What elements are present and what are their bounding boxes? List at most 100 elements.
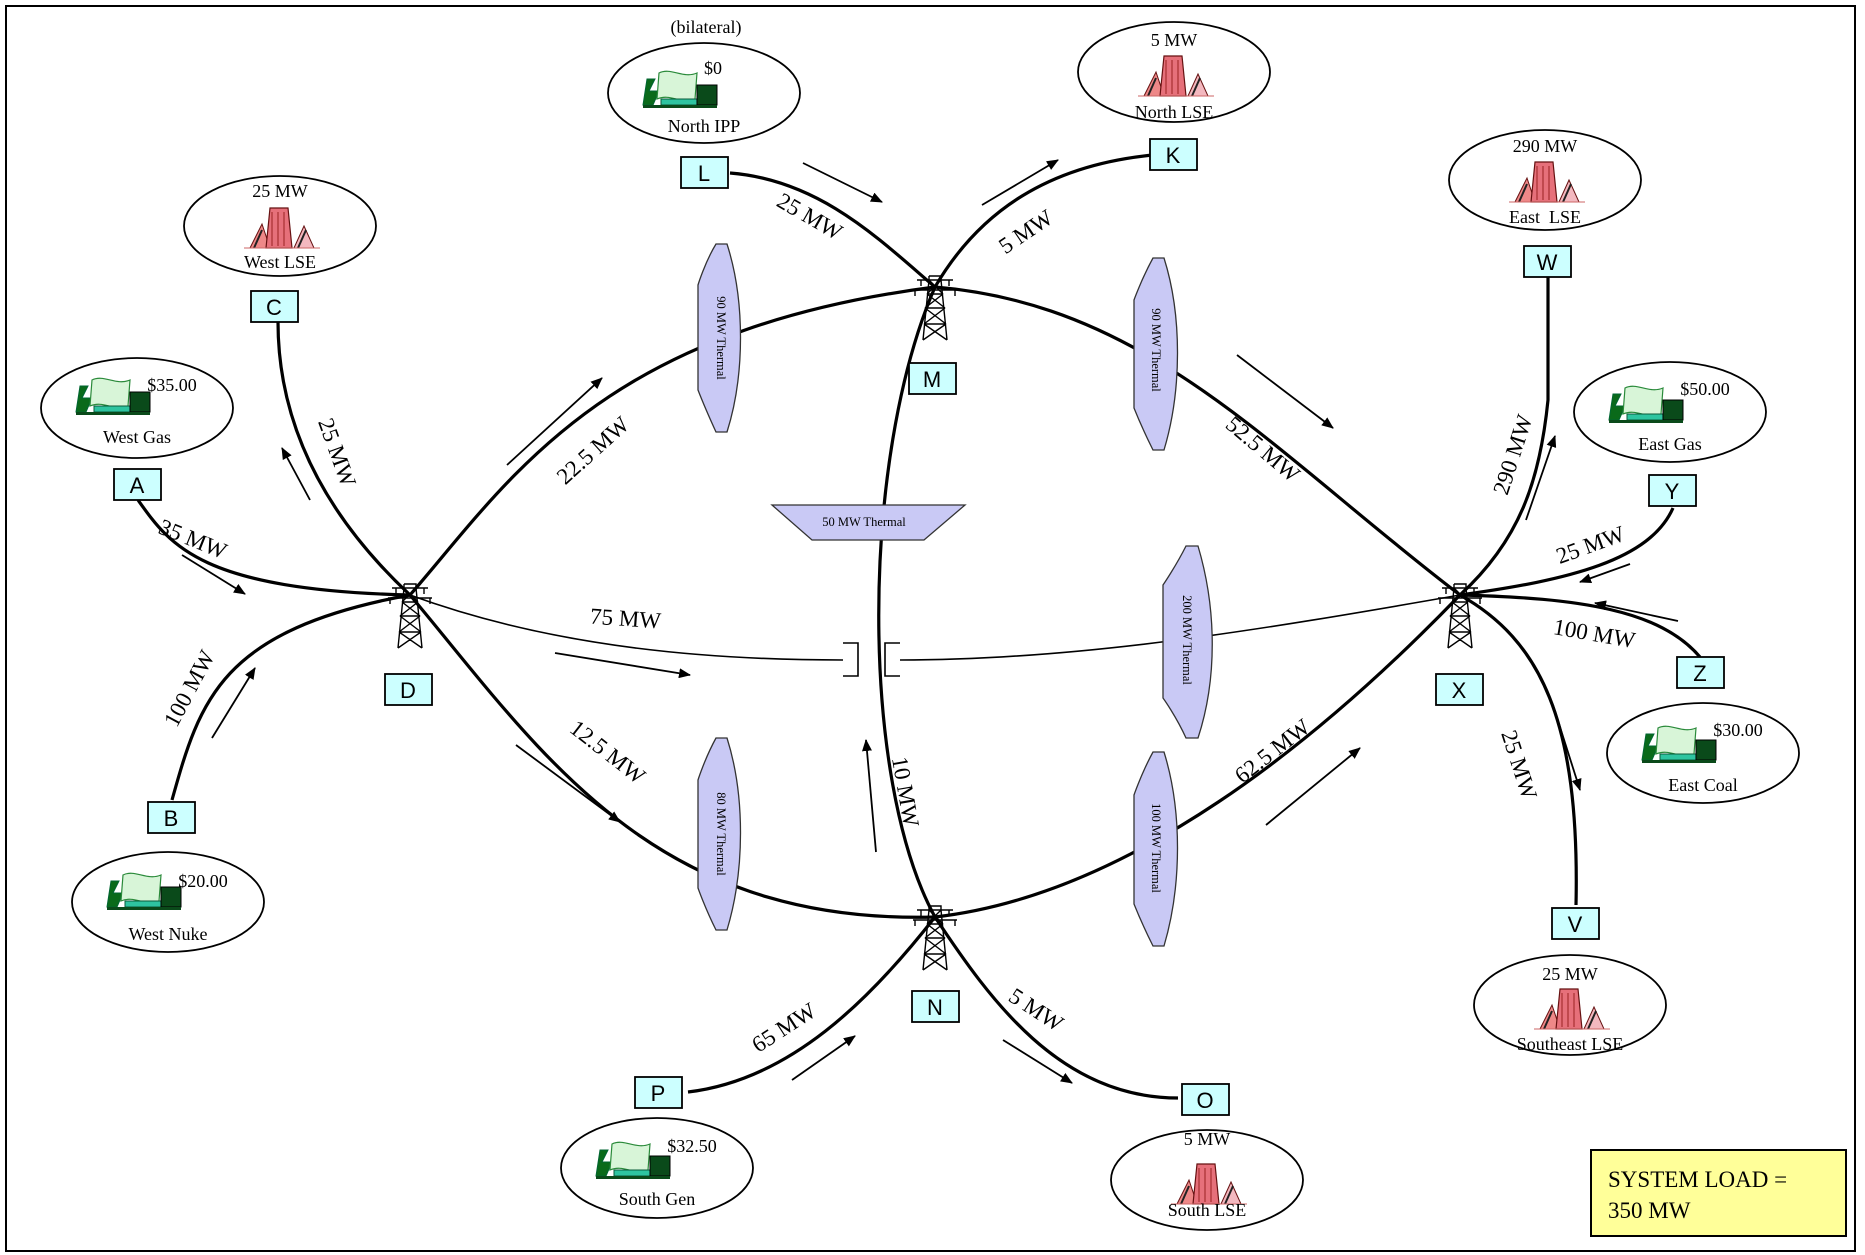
flow-arrow-d-c	[281, 447, 311, 501]
flow-arrow-d-x	[554, 652, 691, 679]
line-x-v	[1459, 593, 1578, 906]
node-w-letter: W	[1537, 250, 1558, 275]
load-south-lse[interactable]: 5 MW South LSE	[1110, 1129, 1304, 1231]
node-z[interactable]: Z	[1676, 656, 1725, 689]
west-nuke-price: $20.00	[178, 871, 228, 891]
west-gas-price: $35.00	[147, 375, 197, 395]
line-y-x	[1459, 507, 1675, 597]
node-p-letter: P	[651, 1081, 666, 1106]
limit-m-x-label: 90 MW Thermal	[1149, 308, 1163, 392]
north-ipp-price: $0	[704, 58, 722, 78]
node-x[interactable]: X	[1435, 673, 1484, 706]
south-gen-price: $32.50	[667, 1136, 717, 1156]
north-lse-name: North LSE	[1135, 102, 1214, 122]
west-lse-mw: 25 MW	[252, 181, 308, 201]
node-p[interactable]: P	[634, 1076, 683, 1109]
load-west-lse[interactable]: 25 MW West LSE	[183, 175, 377, 277]
node-b-letter: B	[164, 806, 179, 831]
node-a[interactable]: A	[113, 468, 162, 501]
limit-n-x: 100 MW Thermal	[1133, 751, 1179, 947]
line-n-o	[933, 916, 1179, 1100]
east-coal-name: East Coal	[1668, 775, 1738, 795]
line-d-m	[408, 285, 936, 597]
thermal-limits: 90 MW Thermal 90 MW Thermal 50 MW Therma…	[697, 243, 1213, 947]
east-gas-name: East Gas	[1638, 434, 1701, 454]
system-load-box: SYSTEM LOAD = 350 MW	[1590, 1149, 1847, 1237]
node-n[interactable]: N	[911, 990, 960, 1023]
system-load-label: SYSTEM LOAD =	[1608, 1167, 1787, 1192]
generator-east-coal[interactable]: $30.00 East Coal	[1606, 702, 1800, 804]
south-gen-name: South Gen	[619, 1189, 696, 1209]
flow-arrow-x-v	[1552, 704, 1582, 791]
load-north-lse[interactable]: 5 MW North LSE	[1077, 21, 1271, 123]
node-k[interactable]: K	[1149, 138, 1198, 171]
limit-m-n-label: 50 MW Thermal	[822, 515, 906, 529]
line-c-d	[276, 321, 412, 597]
line-l-m	[729, 171, 937, 289]
line-m-x	[934, 285, 1461, 597]
generator-west-gas[interactable]: $35.00 West Gas	[40, 357, 234, 459]
limit-m-n: 50 MW Thermal	[770, 504, 967, 541]
flow-arrow-l-m	[802, 162, 883, 203]
north-ipp-note: (bilateral)	[671, 17, 742, 38]
north-ipp-name: North IPP	[668, 116, 741, 136]
node-l-letter: L	[698, 161, 710, 186]
southeast-lse-name: Southeast LSE	[1517, 1034, 1624, 1054]
flow-arrow-z-x	[1594, 600, 1679, 622]
generator-north-ipp[interactable]: (bilateral) $0 North IPP	[607, 17, 801, 144]
node-x-letter: X	[1452, 678, 1467, 703]
flow-arrow-p-n	[791, 1035, 856, 1081]
flow-arrow-n-m	[861, 739, 877, 853]
node-d[interactable]: D	[384, 673, 433, 706]
east-lse-mw: 290 MW	[1513, 136, 1578, 156]
north-lse-mw: 5 MW	[1151, 30, 1198, 50]
node-l[interactable]: L	[680, 156, 729, 189]
line-d-x-west	[409, 594, 844, 661]
node-n-letter: N	[927, 995, 943, 1020]
system-load-value: 350 MW	[1608, 1198, 1691, 1223]
line-b-d	[170, 593, 411, 801]
node-b[interactable]: B	[147, 801, 196, 834]
node-o-letter: O	[1196, 1088, 1213, 1113]
flow-arrow-d-n	[515, 744, 621, 823]
node-v[interactable]: V	[1551, 907, 1600, 940]
node-c-letter: C	[266, 295, 282, 320]
flow-arrow-a-d	[181, 554, 246, 595]
flow-arrow-m-k	[981, 159, 1059, 206]
flow-arrow-y-x	[1579, 563, 1631, 583]
node-m[interactable]: M	[908, 362, 957, 395]
generator-south-gen[interactable]: $32.50 South Gen	[560, 1117, 754, 1219]
line-m-n	[877, 286, 937, 918]
node-labels: A B C D L K M N P O W Y X Z V	[113, 138, 1725, 1116]
west-nuke-name: West Nuke	[128, 924, 207, 944]
limit-d-n: 80 MW Thermal	[697, 737, 742, 931]
generator-east-gas[interactable]: $50.00 East Gas	[1573, 361, 1767, 463]
limit-d-x-label: 200 MW Thermal	[1180, 595, 1194, 685]
node-c[interactable]: C	[250, 290, 299, 323]
load-southeast-lse[interactable]: 25 MW Southeast LSE	[1473, 954, 1667, 1056]
line-z-x	[1459, 593, 1702, 659]
line-a-d	[136, 499, 411, 597]
node-y[interactable]: Y	[1648, 474, 1697, 507]
limit-d-m: 90 MW Thermal	[697, 243, 742, 433]
limit-m-x: 90 MW Thermal	[1133, 257, 1179, 451]
east-coal-price: $30.00	[1713, 720, 1763, 740]
node-k-letter: K	[1166, 143, 1181, 168]
west-lse-name: West LSE	[244, 252, 316, 272]
node-w[interactable]: W	[1523, 245, 1572, 278]
line-x-w	[1458, 275, 1550, 597]
flow-arrows	[181, 159, 1679, 1084]
south-lse-mw: 5 MW	[1184, 1129, 1231, 1149]
node-o[interactable]: O	[1181, 1083, 1230, 1116]
line-d-x-breaker	[843, 642, 900, 677]
southeast-lse-mw: 25 MW	[1542, 964, 1598, 984]
node-d-letter: D	[400, 678, 416, 703]
generator-west-nuke[interactable]: $20.00 West Nuke	[71, 851, 265, 953]
east-lse-name: East LSE	[1509, 207, 1581, 227]
limit-d-n-label: 80 MW Thermal	[714, 792, 728, 876]
load-east-lse[interactable]: 290 MW East LSE	[1448, 129, 1642, 231]
node-y-letter: Y	[1665, 479, 1680, 504]
flow-arrow-b-d	[211, 667, 256, 739]
line-p-n	[687, 916, 937, 1094]
